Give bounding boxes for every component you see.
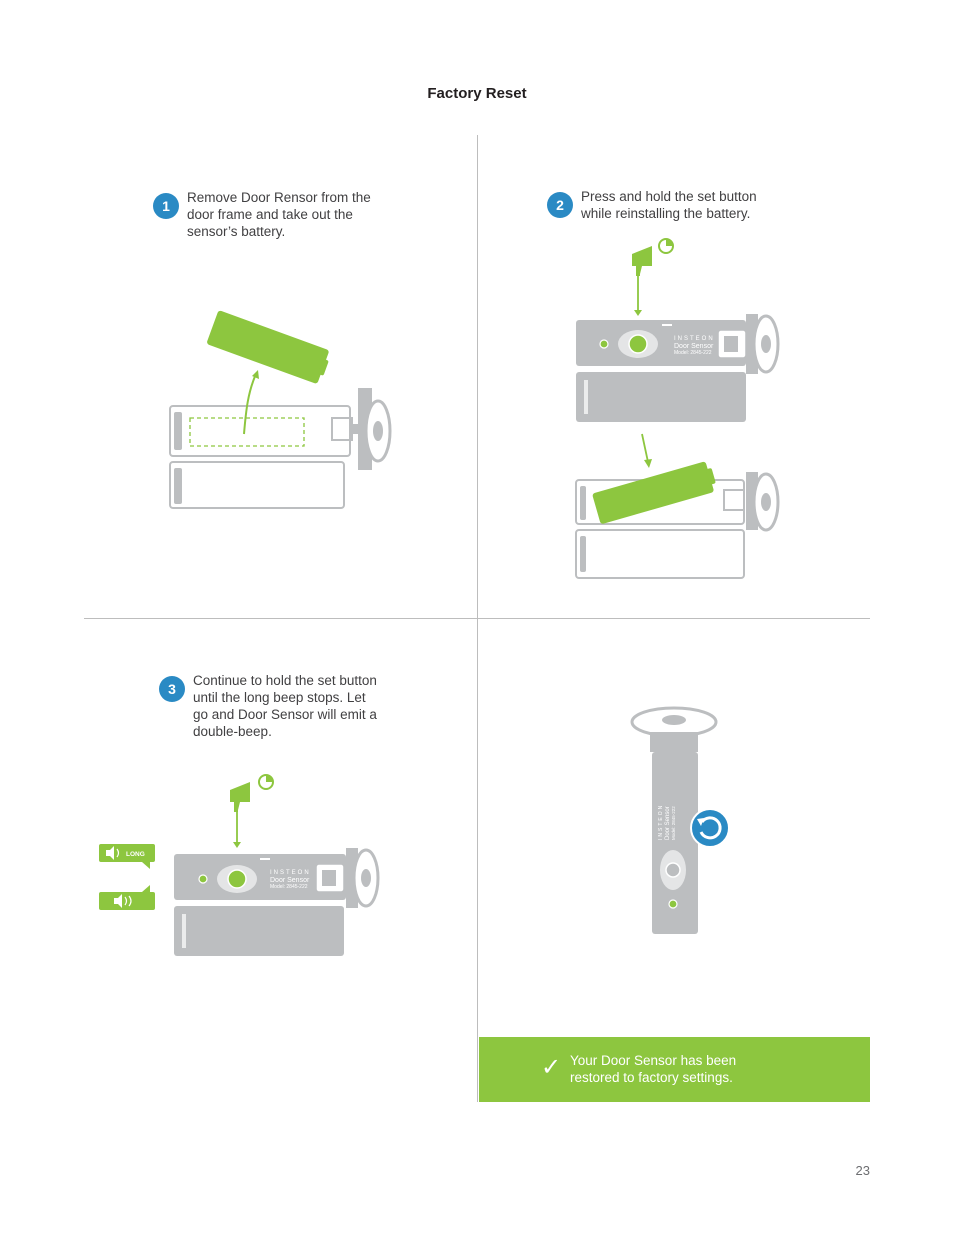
device-name: Door Sensor [270,877,310,884]
step-1-line-2: door frame and take out the [187,207,353,222]
step-2-line-2: while reinstalling the battery. [581,206,751,221]
checkmark-icon: ✓ [541,1054,562,1081]
step-2-illustration: INSTEON Door Sensor Model: 2845-222 [575,238,780,579]
result-banner: ✓ Your Door Sensor has been restored to … [479,1037,870,1102]
press-hand-icon [632,246,652,276]
speaker-icon [106,846,114,860]
step-1-line-1: Remove Door Rensor from the [187,190,371,205]
step-1-text: Remove Door Rensor from the door frame a… [187,189,371,240]
step-1-badge: 1 [153,193,179,219]
speaker-icon [114,894,122,908]
result-line-2: restored to factory settings. [570,1070,733,1085]
device-name: Door Sensor [674,343,714,350]
step-2-line-1: Press and hold the set button [581,189,757,204]
clock-icon [258,774,274,790]
step-3-line-3: go and Door Sensor will emit a [193,707,377,722]
device-brand: INSTEON [674,336,715,342]
step-3-line-4: double-beep. [193,724,272,739]
step-3-badge: 3 [159,676,185,702]
step-2-text: Press and hold the set button while rein… [581,188,757,222]
device-name: Door Sensor [665,806,671,840]
step-1-illustration [169,310,392,509]
clock-icon [658,238,674,254]
step-1-line-3: sensor’s battery. [187,224,286,239]
step-3-line-2: until the long beep stops. Let [193,690,366,705]
device-brand: INSTEON [270,870,311,876]
long-beep-label: LONG [126,851,145,858]
step-3-text: Continue to hold the set button until th… [193,672,377,740]
page-title: Factory Reset [427,85,527,102]
reset-illustration: INSTEON Door Sensor Model: 2845-222 [630,706,730,934]
device-model: Model: 2845-222 [270,884,308,890]
page-number: 23 [855,1163,870,1178]
horizontal-divider [84,618,870,619]
press-hand-icon [230,782,250,812]
step-2-badge: 2 [547,192,573,218]
result-text: Your Door Sensor has been restored to fa… [570,1052,810,1086]
reset-icon [690,808,730,848]
double-beep-bubble [99,885,155,910]
step-3-line-1: Continue to hold the set button [193,673,377,688]
device-brand: INSTEON [658,804,664,840]
step-3-illustration: LONG INSTEON Door Sensor Model: 2845-222 [99,774,380,956]
long-beep-bubble: LONG [99,844,155,869]
result-line-1: Your Door Sensor has been [570,1053,737,1068]
device-model: Model: 2845-222 [671,806,676,840]
device-model: Model: 2845-222 [674,350,712,356]
